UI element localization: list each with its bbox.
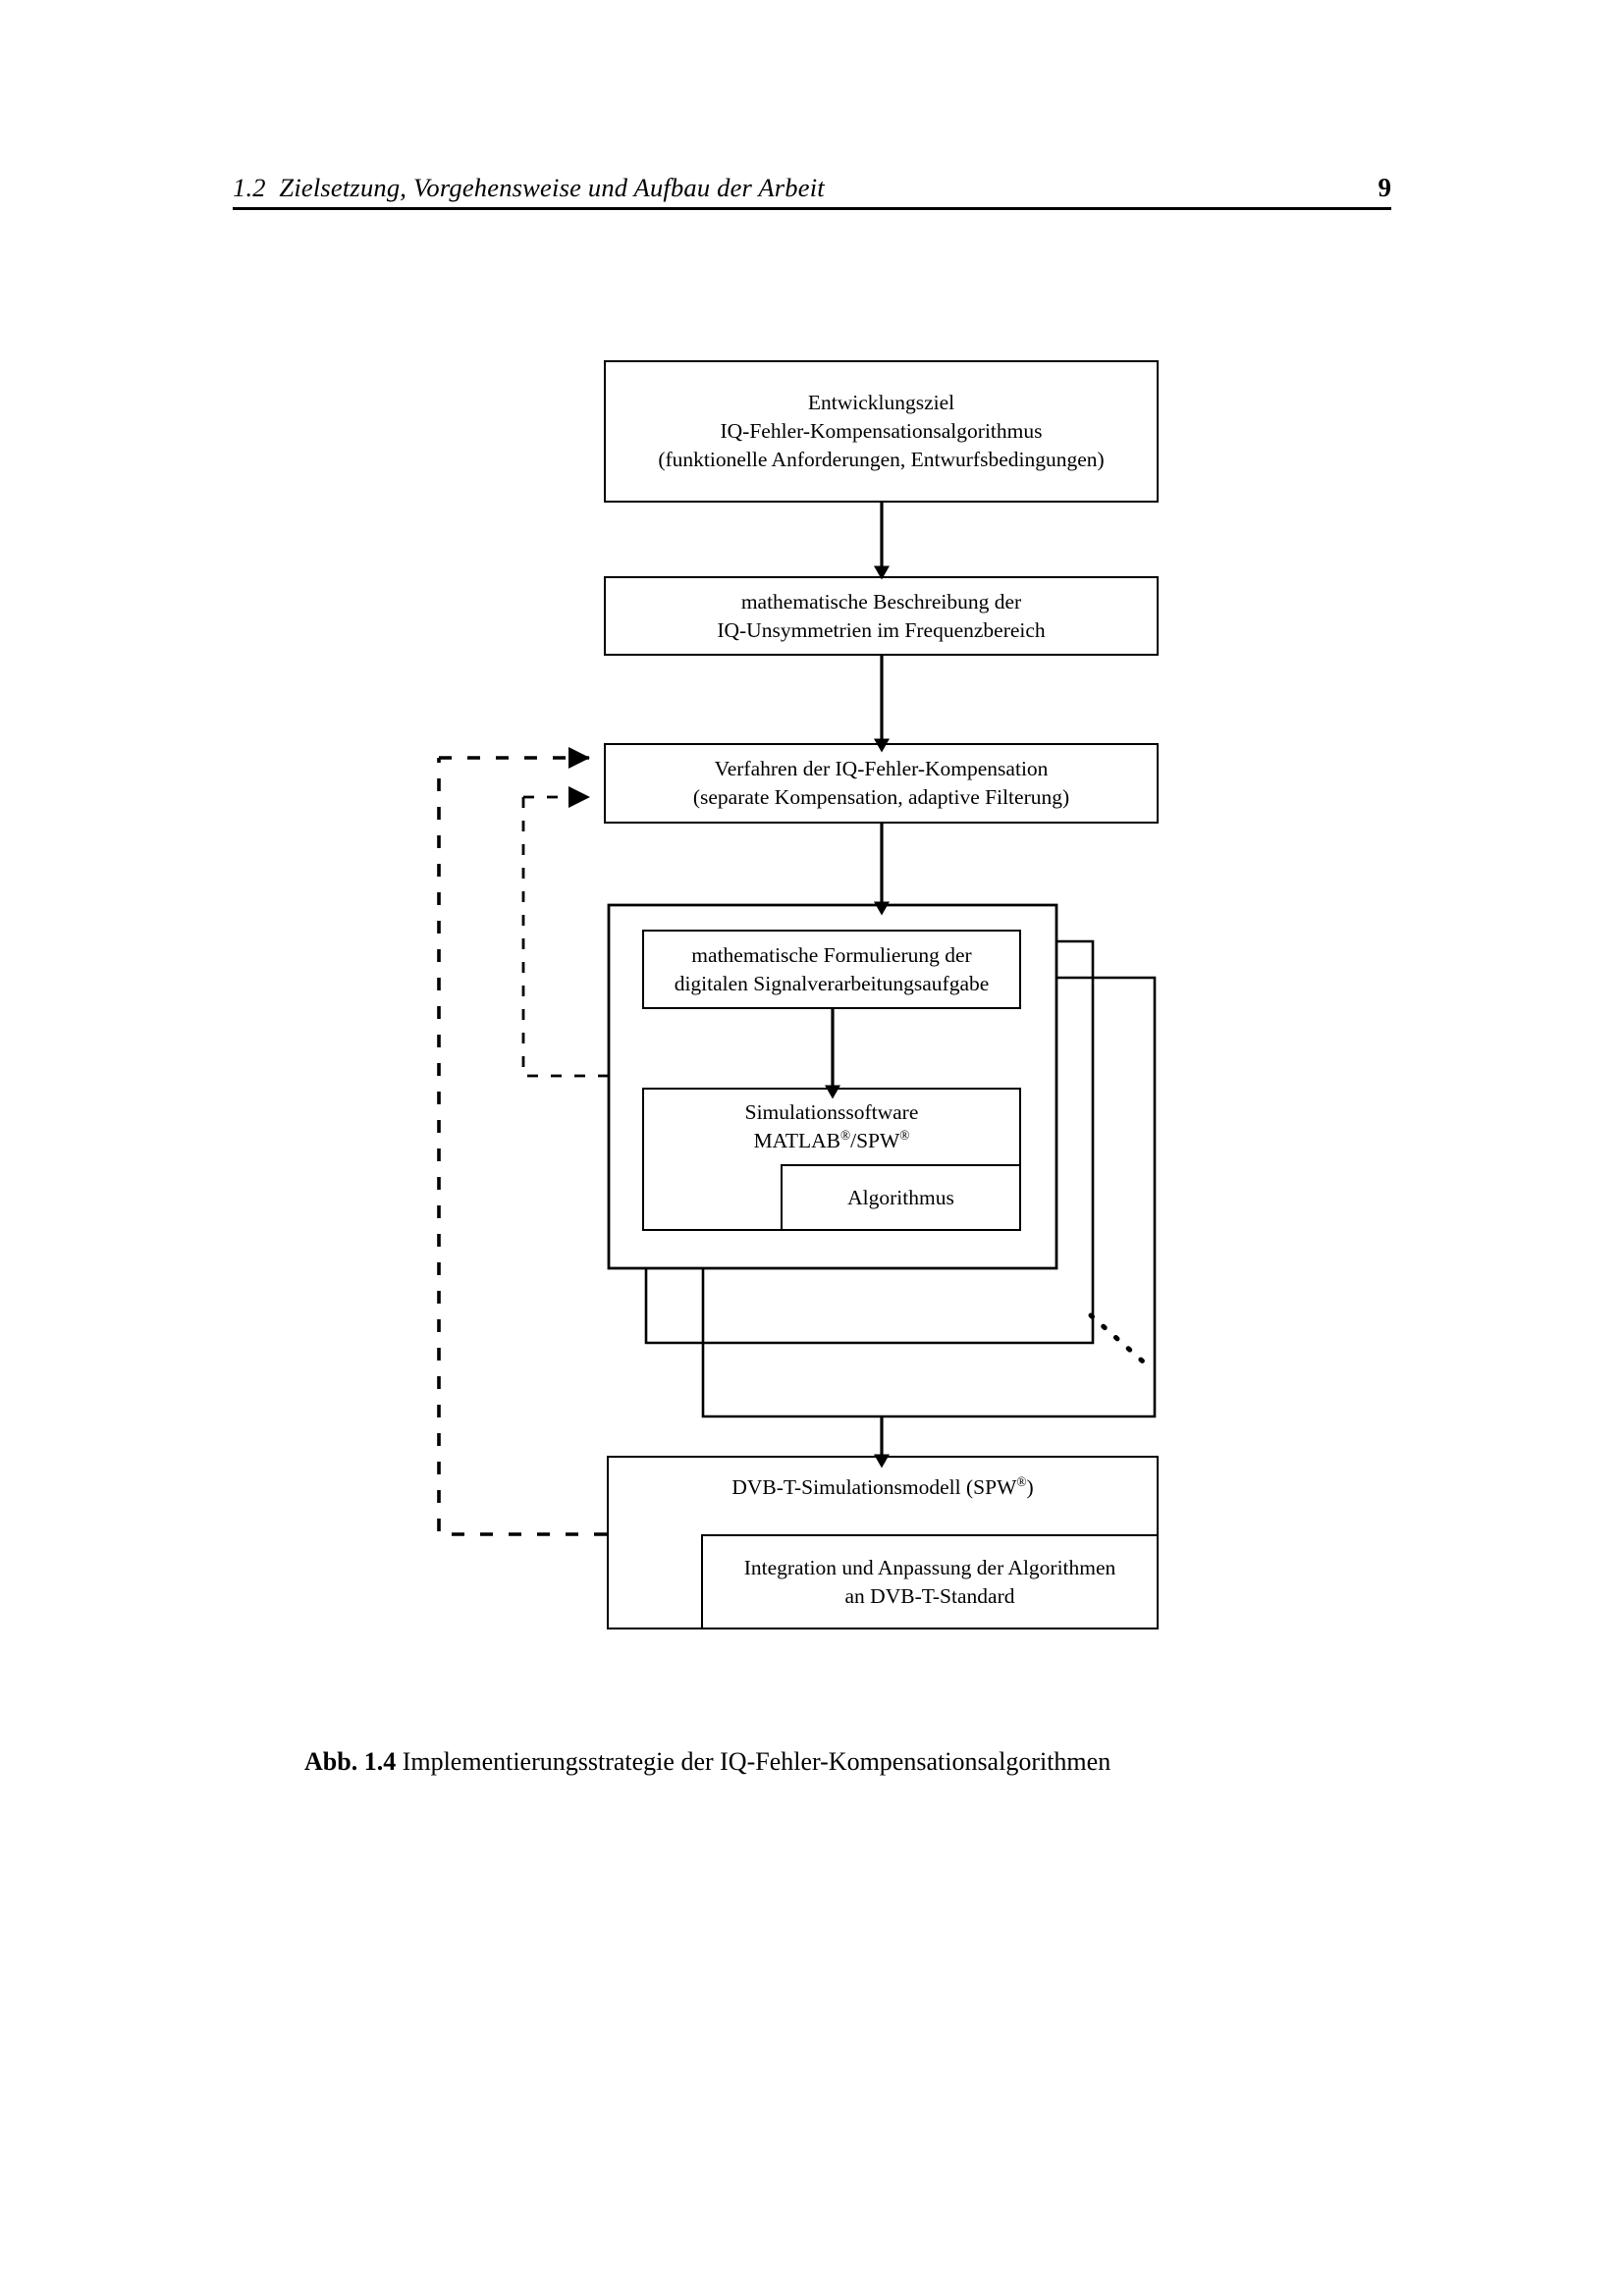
simulationssoftware-line-1: Simulationssoftware	[744, 1100, 919, 1124]
algorithmus-label: Algorithmus	[847, 1185, 954, 1209]
stack-depth-dotted-line	[1088, 1312, 1154, 1371]
node-verfahren-iq-kompensation: Verfahren der IQ-Fehler-Kompensation (se…	[604, 743, 1159, 824]
verfahren-line-1: Verfahren der IQ-Fehler-Kompensation	[714, 757, 1049, 781]
integration-line-1: Integration und Anpassung der Algorithme…	[743, 1555, 1116, 1579]
formulierung-line-2: digitalen Signalverarbeitungsaufgabe	[674, 971, 990, 995]
registered-mark-dvbt-spw: ®	[1016, 1473, 1027, 1489]
entwicklungsziel-line-2: IQ-Fehler-Kompensationsalgorithmus	[720, 419, 1043, 444]
formulierung-line-1: mathematische Formulierung der	[691, 942, 972, 967]
node-mathematische-beschreibung: mathematische Beschreibung der IQ-Unsymm…	[604, 576, 1159, 656]
page-running-head: 1.2 Zielsetzung, Vorgehensweise und Aufb…	[233, 157, 1391, 210]
verfahren-line-2: (separate Kompensation, adaptive Filteru…	[692, 785, 1070, 809]
node-algorithmus: Algorithmus	[781, 1164, 1021, 1231]
registered-mark-spw: ®	[899, 1127, 910, 1143]
edge-dvbt-feedback-path	[437, 758, 607, 1536]
figure-caption: Abb. 1.4 Implementierungsstrategie der I…	[304, 1745, 1384, 1779]
page-number: 9	[1378, 173, 1392, 202]
registered-mark-matlab: ®	[839, 1127, 851, 1143]
node-integration-anpassung: Integration und Anpassung der Algorithme…	[701, 1534, 1159, 1629]
figure-caption-text: Implementierungsstrategie der IQ-Fehler-…	[402, 1747, 1111, 1776]
math-beschreibung-line-2: IQ-Unsymmetrien im Frequenzbereich	[717, 617, 1046, 642]
math-beschreibung-line-1: mathematische Beschreibung der	[740, 589, 1022, 614]
dvbt-model-title: DVB-T-Simulationsmodell (SPW®)	[731, 1473, 1034, 1499]
entwicklungsziel-line-1: Entwicklungsziel	[807, 391, 955, 415]
simulationssoftware-line-2: MATLAB®/SPW®	[753, 1127, 910, 1152]
node-entwicklungsziel: Entwicklungsziel IQ-Fehler-Kompensations…	[604, 360, 1159, 503]
edge-stack-feedback-path	[521, 797, 609, 1078]
figure-caption-label: Abb. 1.4	[304, 1747, 397, 1776]
entwicklungsziel-line-3: (funktionelle Anforderungen, Entwurfsbed…	[658, 447, 1105, 471]
node-mathematische-formulierung: mathematische Formulierung der digitalen…	[642, 930, 1021, 1009]
running-head-title: 1.2 Zielsetzung, Vorgehensweise und Aufb…	[233, 173, 825, 202]
integration-line-2: an DVB-T-Standard	[844, 1583, 1015, 1608]
